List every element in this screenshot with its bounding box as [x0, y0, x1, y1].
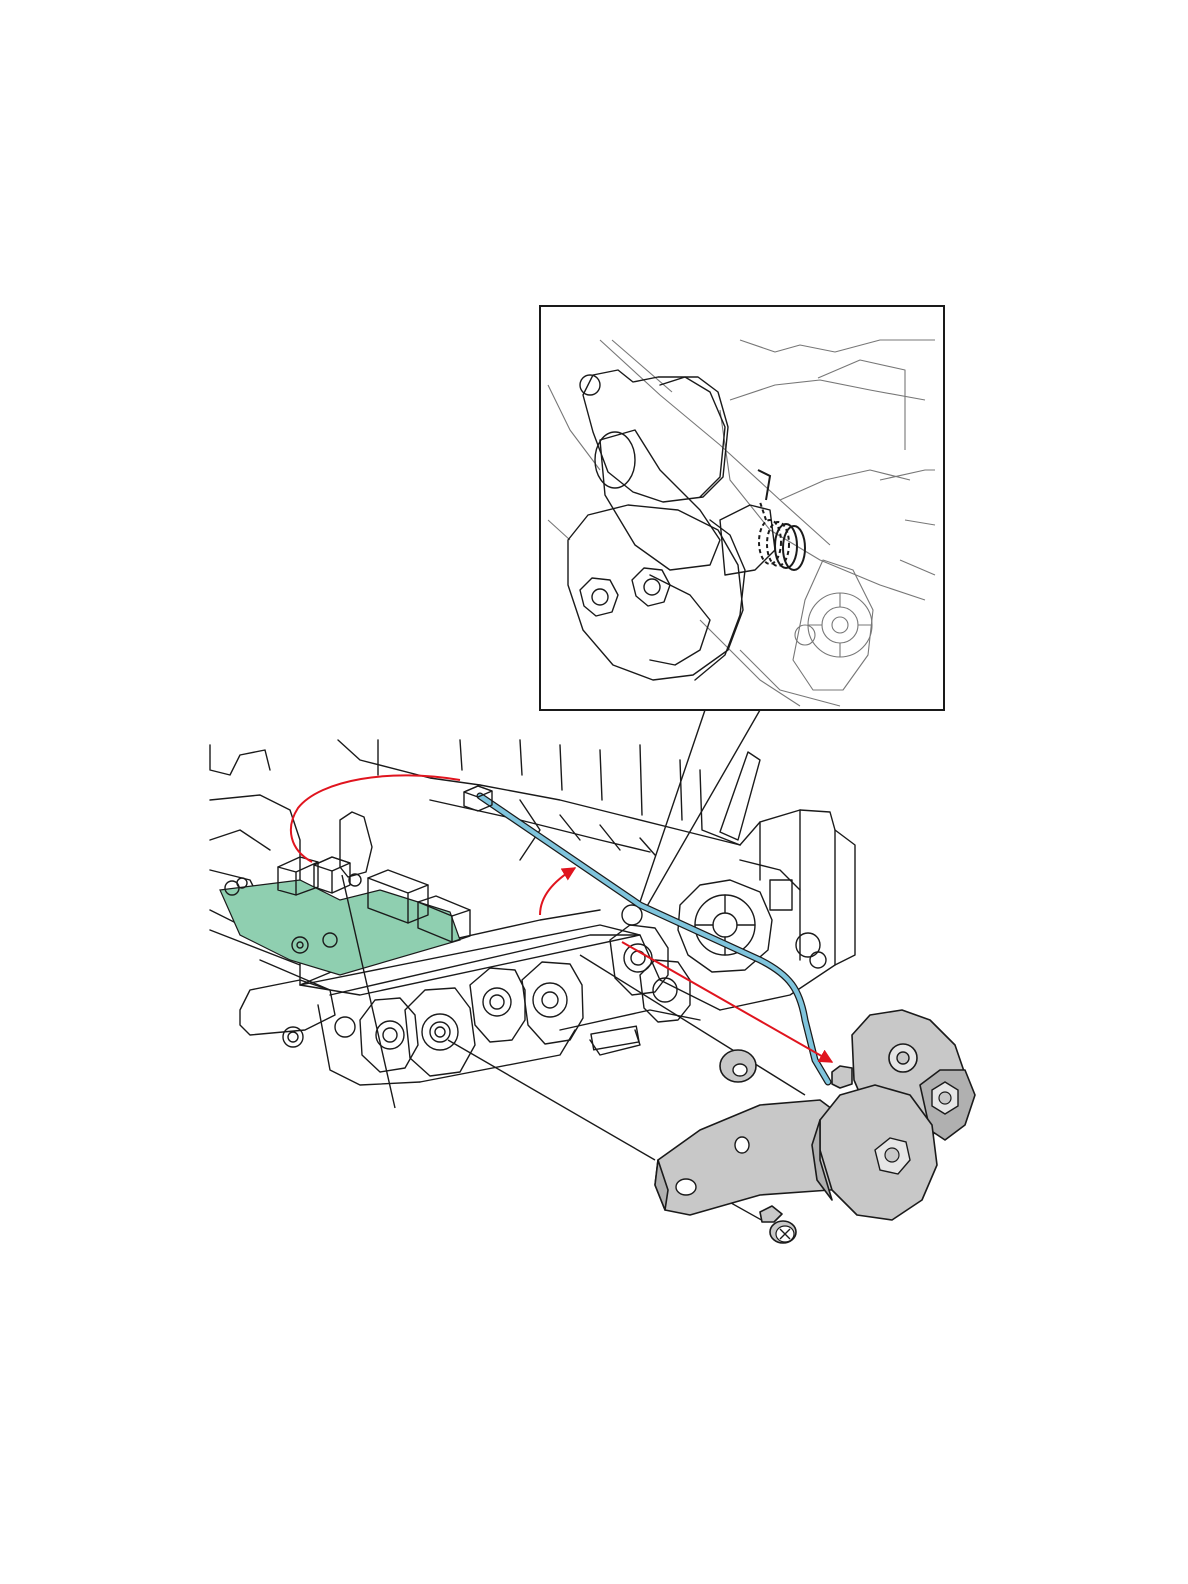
flat-washer-icon	[720, 1050, 756, 1082]
lower-roller	[812, 1085, 937, 1220]
inset-frame	[540, 306, 944, 710]
removed-part-assembly	[655, 1010, 975, 1220]
gear-1	[360, 998, 418, 1072]
left-bracket	[240, 980, 335, 1047]
phillips-screw-icon	[760, 1206, 796, 1243]
detail-inset	[540, 306, 944, 710]
gear-3	[470, 968, 525, 1042]
red-arrow-harness-route	[291, 775, 460, 862]
red-arrow-lift	[540, 868, 575, 915]
inset-callout-leaders	[640, 710, 760, 908]
gear-2	[405, 988, 475, 1076]
main-assembly	[210, 740, 975, 1243]
